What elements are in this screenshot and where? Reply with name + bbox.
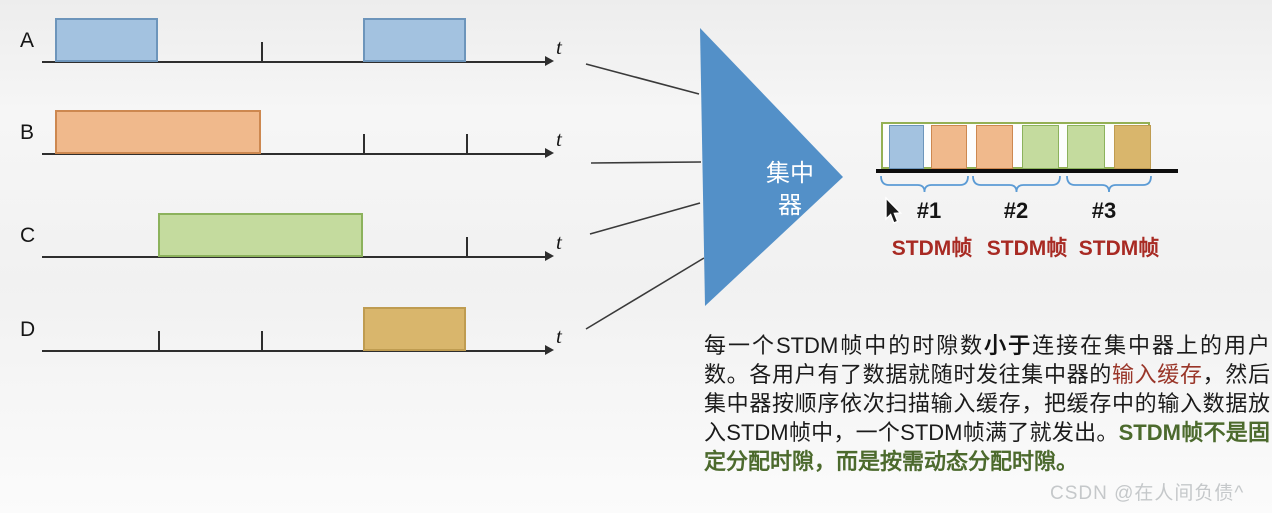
timeline-axis-arrowhead: [545, 251, 554, 261]
frame-slot-orange: [931, 125, 967, 169]
paragraph-segment-normal: 每一个STDM帧中的时隙数: [704, 333, 985, 358]
timeline-label-C: C: [20, 224, 36, 247]
frame-slot-blue: [889, 125, 924, 169]
data-block-blue: [55, 18, 158, 62]
frame-brace: [880, 175, 969, 193]
data-block-orange: [55, 110, 261, 154]
axis-tick: [260, 331, 263, 351]
timeline-label-D: D: [20, 318, 36, 341]
frame-slot-tan: [1114, 125, 1151, 169]
time-axis-label: t: [556, 127, 562, 151]
timeline-axis-arrowhead: [545, 345, 554, 355]
frame-brace: [1066, 175, 1152, 193]
axis-tick: [466, 237, 469, 257]
paragraph-segment-red: 输入缓存: [1111, 362, 1203, 387]
stdm-frame-outline: [881, 122, 1150, 169]
data-block-blue: [363, 18, 467, 62]
timeline-label-A: A: [20, 29, 35, 52]
timeline-axis-B: [42, 153, 547, 155]
time-axis-label: t: [556, 230, 562, 254]
timeline-axis-arrowhead: [545, 148, 554, 158]
frame-group-label: #2: [1003, 198, 1029, 223]
timeline-axis-D: [42, 350, 547, 352]
data-block-green: [157, 213, 364, 257]
frame-slot-orange: [976, 125, 1013, 169]
timeline-axis-A: [42, 61, 547, 63]
timeline-label-B: B: [20, 121, 35, 144]
frame-axis-line: [876, 169, 1178, 173]
axis-tick: [466, 134, 469, 154]
data-block-tan: [363, 307, 467, 351]
frame-slot-green: [1022, 125, 1059, 169]
frame-group-label: #1: [916, 198, 942, 223]
paragraph-segment-bold: 小于: [984, 333, 1033, 358]
description-paragraph: 每一个STDM帧中的时隙数小于连接在集中器上的用户数。各用户有了数据就随时发往集…: [704, 331, 1270, 476]
frame-group-label: #3: [1091, 198, 1117, 223]
axis-tick: [363, 134, 366, 154]
concentrator-label: 集中器: [766, 160, 814, 219]
concentrator-connector-lines: [585, 63, 705, 330]
axis-tick: [260, 42, 263, 62]
paragraph-segment-normal: 连接在集中器上的用户数。各用户有了数据就随时发往集中器的: [704, 333, 1270, 387]
stdm-frame-caption: STDM帧: [891, 237, 973, 260]
axis-tick: [157, 331, 160, 351]
stdm-frame-caption: STDM帧: [1078, 237, 1160, 260]
time-axis-label: t: [556, 35, 562, 59]
timeline-axis-C: [42, 256, 547, 258]
paragraph-segment-normal: ，然后集中器按顺序依次扫描输入缓存，把缓存中的输入数据放入STDM帧中，一个ST…: [704, 362, 1270, 445]
stdm-frame-caption: STDM帧: [986, 237, 1068, 260]
time-axis-label: t: [556, 324, 562, 348]
watermark: CSDN @在人间负债^: [1050, 483, 1245, 504]
timeline-axis-arrowhead: [545, 56, 554, 66]
frame-slot-green: [1067, 125, 1105, 169]
frame-braces: [880, 175, 1152, 193]
frame-brace: [972, 175, 1061, 193]
paragraph-segment-green: STDM帧不是固定分配时隙，而是按需动态分配时隙。: [704, 420, 1271, 474]
